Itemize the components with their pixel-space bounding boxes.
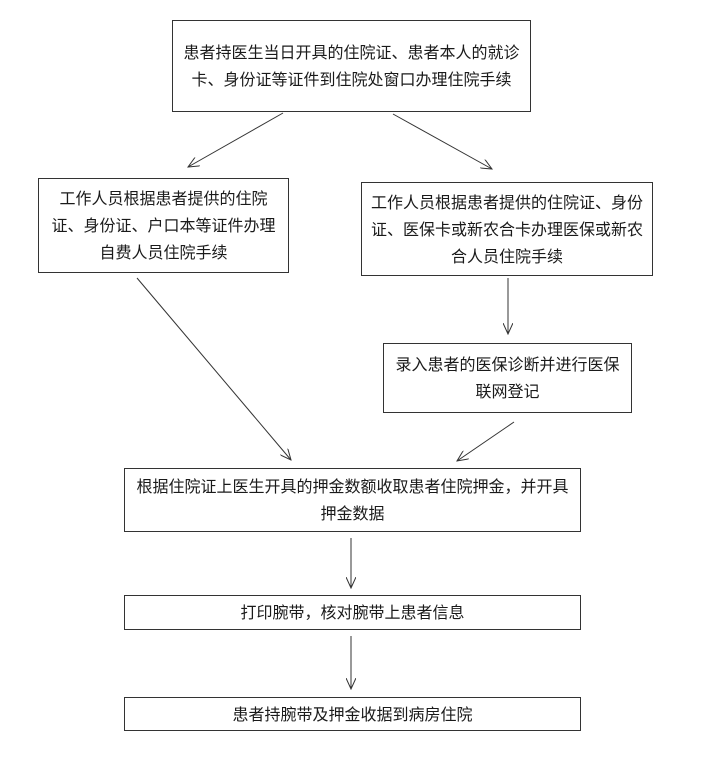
step-insurance-registration-box: 录入患者的医保诊断并进行医保联网登记 [383, 343, 632, 413]
step-insurance-registration-text: 录入患者的医保诊断并进行医保联网登记 [395, 355, 620, 401]
arrow-registration-to-deposit [457, 421, 515, 461]
arrow-submit-to-self-pay [188, 112, 284, 167]
step-self-pay-admission-box: 工作人员根据患者提供的住院证、身份证、户口本等证件办理自费人员住院手续 [38, 178, 289, 273]
step-go-to-ward-text: 患者持腕带及押金收据到病房住院 [232, 704, 473, 724]
step-submit-documents-box: 患者持医生当日开具的住院证、患者本人的就诊卡、身份证等证件到住院处窗口办理住院手… [172, 20, 531, 112]
step-submit-documents-text: 患者持医生当日开具的住院证、患者本人的就诊卡、身份证等证件到住院处窗口办理住院手… [183, 43, 520, 89]
step-insured-admission-box: 工作人员根据患者提供的住院证、身份证、医保卡或新农合卡办理医保或新农合人员住院手… [361, 182, 653, 276]
step-print-wristband-box: 打印腕带，核对腕带上患者信息 [124, 595, 581, 630]
step-self-pay-admission-text: 工作人员根据患者提供的住院证、身份证、户口本等证件办理自费人员住院手续 [51, 189, 276, 262]
step-collect-deposit-text: 根据住院证上医生开具的押金数额收取患者住院押金，并开具押金数据 [136, 477, 569, 523]
step-collect-deposit-box: 根据住院证上医生开具的押金数额收取患者住院押金，并开具押金数据 [124, 468, 581, 532]
step-print-wristband-text: 打印腕带，核对腕带上患者信息 [240, 603, 465, 622]
step-go-to-ward-box: 患者持腕带及押金收据到病房住院 [124, 697, 581, 731]
step-insured-admission-text: 工作人员根据患者提供的住院证、身份证、医保卡或新农合卡办理医保或新农合人员住院手… [370, 192, 643, 266]
arrow-self-pay-to-deposit [136, 277, 291, 460]
arrow-submit-to-insured [392, 113, 492, 169]
